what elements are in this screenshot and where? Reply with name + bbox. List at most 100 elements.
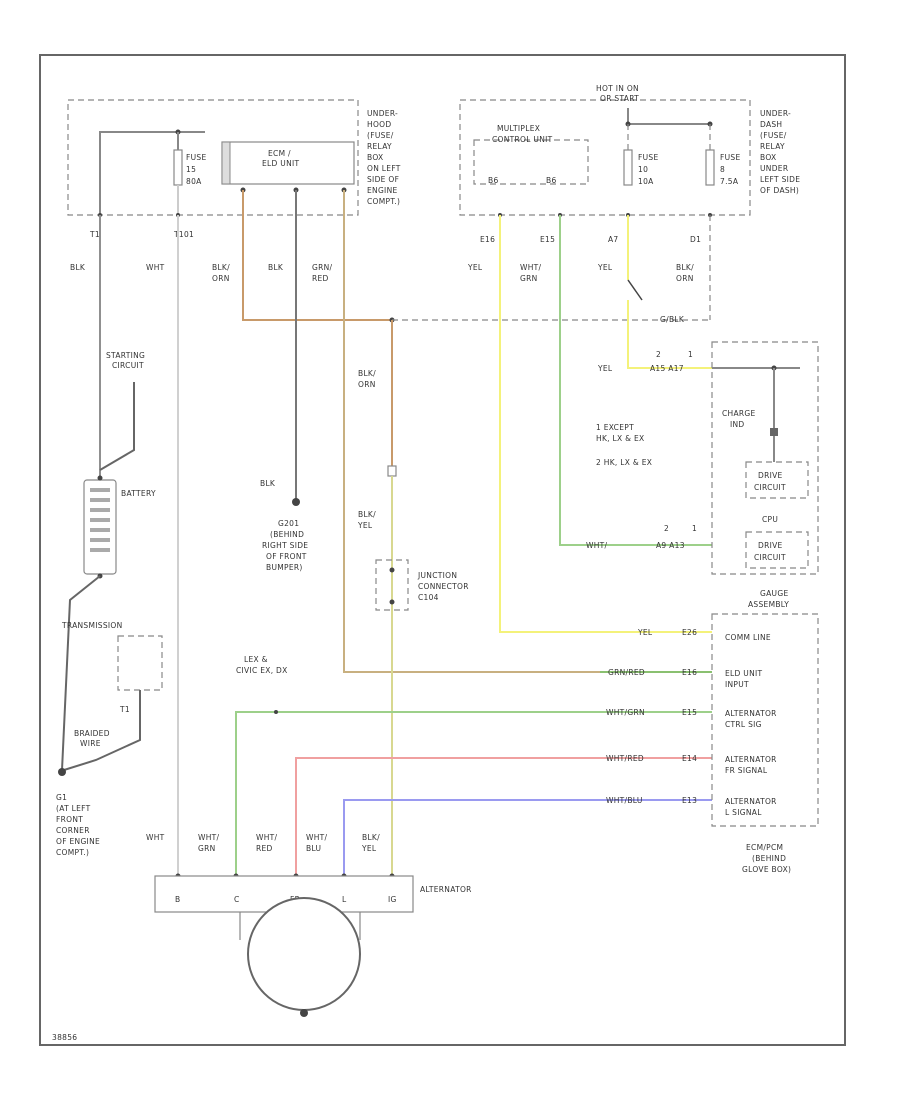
svg-text:BRAIDED: BRAIDED bbox=[74, 729, 110, 738]
svg-text:YEL: YEL bbox=[467, 263, 483, 272]
svg-text:ECM/PCM: ECM/PCM bbox=[746, 843, 783, 852]
svg-text:LEFT SIDE: LEFT SIDE bbox=[760, 175, 800, 184]
svg-text:(BEHIND: (BEHIND bbox=[752, 854, 786, 863]
conn-t1-label: T1 bbox=[89, 230, 100, 239]
gauge-pin-l: WHT/BLU E13 ALTERNATOR L SIGNAL bbox=[606, 796, 777, 817]
svg-text:A15 A17: A15 A17 bbox=[650, 364, 684, 373]
svg-text:IND: IND bbox=[730, 420, 745, 429]
svg-text:JUNCTION: JUNCTION bbox=[417, 571, 457, 580]
ecm-location-label: ECM/PCM (BEHIND GLOVE BOX) bbox=[742, 843, 791, 874]
gauge-assembly-label: GAUGE ASSEMBLY bbox=[748, 589, 789, 609]
svg-text:YEL: YEL bbox=[637, 628, 653, 637]
svg-text:CIRCUIT: CIRCUIT bbox=[112, 361, 144, 370]
svg-text:STARTING: STARTING bbox=[106, 351, 145, 360]
gauge-pin-comm: YEL E26 COMM LINE bbox=[637, 628, 771, 642]
svg-text:CONTROL UNIT: CONTROL UNIT bbox=[492, 135, 553, 144]
svg-text:BLK/: BLK/ bbox=[362, 833, 380, 842]
ground-g201-label: G201 (BEHIND RIGHT SIDE OF FRONT BUMPER) bbox=[262, 519, 308, 572]
svg-text:COMPT.): COMPT.) bbox=[367, 197, 400, 206]
svg-text:WHT/: WHT/ bbox=[306, 833, 328, 842]
svg-text:RELAY: RELAY bbox=[760, 142, 785, 151]
svg-text:TRANSMISSION: TRANSMISSION bbox=[61, 621, 123, 630]
wire-wht-red bbox=[295, 757, 712, 876]
notes: 1 EXCEPT HK, LX & EX 2 HK, LX & EX bbox=[596, 423, 652, 467]
svg-text:(BEHIND: (BEHIND bbox=[270, 530, 304, 539]
svg-text:ECM /: ECM / bbox=[268, 149, 291, 158]
svg-text:DRIVE: DRIVE bbox=[758, 471, 783, 480]
svg-text:B6: B6 bbox=[488, 176, 499, 185]
svg-text:ENGINE: ENGINE bbox=[367, 186, 398, 195]
svg-text:E16: E16 bbox=[682, 668, 697, 677]
svg-text:WHT: WHT bbox=[146, 263, 165, 272]
svg-text:C: C bbox=[234, 895, 240, 904]
svg-text:L: L bbox=[342, 895, 347, 904]
svg-text:WHT/: WHT/ bbox=[256, 833, 278, 842]
conn-e15: E15 bbox=[540, 235, 555, 244]
svg-text:CPU: CPU bbox=[762, 515, 778, 524]
svg-text:LEX &: LEX & bbox=[244, 655, 268, 664]
wire-yel-comm bbox=[499, 215, 712, 633]
conn-d1: D1 bbox=[690, 235, 701, 244]
svg-text:RED: RED bbox=[256, 844, 273, 853]
svg-text:BLK/: BLK/ bbox=[358, 369, 376, 378]
conn-t101-label: T101 bbox=[173, 230, 194, 239]
svg-text:G1: G1 bbox=[56, 793, 67, 802]
svg-text:WHT/BLU: WHT/BLU bbox=[606, 796, 643, 805]
hot-in-label: HOT IN ON OR START bbox=[596, 84, 639, 103]
svg-text:BLK: BLK bbox=[260, 479, 276, 488]
svg-text:ELD UNIT: ELD UNIT bbox=[725, 669, 762, 678]
svg-text:UNDER-: UNDER- bbox=[760, 109, 791, 118]
fuse-8: FUSE 8 7.5A bbox=[705, 149, 741, 186]
battery: BATTERY bbox=[83, 479, 156, 575]
under-dash-label: UNDER- DASH (FUSE/ RELAY BOX UNDER LEFT … bbox=[760, 109, 800, 195]
yel-pins: 2 1 A15 A17 YEL bbox=[597, 350, 693, 373]
svg-text:10: 10 bbox=[638, 165, 648, 174]
svg-text:OF FRONT: OF FRONT bbox=[266, 552, 307, 561]
svg-text:ASSEMBLY: ASSEMBLY bbox=[748, 600, 789, 609]
svg-text:BLK/: BLK/ bbox=[358, 510, 376, 519]
svg-text:WHT: WHT bbox=[146, 833, 165, 842]
svg-text:UNDER-: UNDER- bbox=[367, 109, 398, 118]
svg-text:(FUSE/: (FUSE/ bbox=[760, 131, 787, 140]
svg-text:YEL: YEL bbox=[597, 364, 613, 373]
svg-text:CIRCUIT: CIRCUIT bbox=[754, 483, 786, 492]
drive-circuit-bottom: DRIVE CIRCUIT bbox=[745, 531, 809, 569]
svg-text:B: B bbox=[175, 895, 180, 904]
svg-text:ALTERNATOR: ALTERNATOR bbox=[725, 797, 777, 806]
svg-text:BOX: BOX bbox=[367, 153, 383, 162]
wire-labels-top: BLK WHT BLK/ ORN BLK GRN/ RED YEL WHT/ G… bbox=[70, 263, 694, 530]
svg-text:YEL: YEL bbox=[361, 844, 377, 853]
svg-text:GRN: GRN bbox=[520, 274, 538, 283]
svg-text:CTRL SIG: CTRL SIG bbox=[725, 720, 762, 729]
ecm-eld-unit: ECM / ELD UNIT bbox=[221, 141, 355, 185]
wire-wht-grn-ind bbox=[559, 215, 712, 546]
svg-text:COMM LINE: COMM LINE bbox=[725, 633, 771, 642]
svg-text:GRN/RED: GRN/RED bbox=[608, 668, 645, 677]
wire-yel-ind bbox=[627, 215, 712, 369]
svg-text:2: 2 bbox=[656, 350, 661, 359]
svg-text:T1: T1 bbox=[119, 705, 130, 714]
svg-text:CIVIC EX, DX: CIVIC EX, DX bbox=[236, 666, 288, 675]
fuse-10: FUSE 10 10A bbox=[623, 149, 658, 186]
svg-text:G201: G201 bbox=[278, 519, 299, 528]
svg-text:FRONT: FRONT bbox=[56, 815, 83, 824]
svg-text:GAUGE: GAUGE bbox=[760, 589, 788, 598]
svg-text:BOX: BOX bbox=[760, 153, 776, 162]
splice-label: G/BLK bbox=[660, 315, 685, 324]
svg-text:WHT/RED: WHT/RED bbox=[606, 754, 644, 763]
svg-text:BLK/: BLK/ bbox=[212, 263, 230, 272]
svg-text:HOT IN ON: HOT IN ON bbox=[596, 84, 639, 93]
svg-text:HK, LX & EX: HK, LX & EX bbox=[596, 434, 644, 443]
svg-text:E15: E15 bbox=[682, 708, 697, 717]
svg-text:FUSE: FUSE bbox=[186, 153, 207, 162]
svg-text:BLU: BLU bbox=[306, 844, 321, 853]
svg-text:ORN: ORN bbox=[676, 274, 694, 283]
alternator: B C FR L IG ALTERNATOR bbox=[154, 875, 471, 1017]
svg-text:FUSE: FUSE bbox=[720, 153, 741, 162]
svg-text:MULTIPLEX: MULTIPLEX bbox=[497, 124, 540, 133]
svg-text:YEL: YEL bbox=[357, 521, 373, 530]
svg-text:YEL: YEL bbox=[597, 263, 613, 272]
svg-text:WHT/GRN: WHT/GRN bbox=[606, 708, 645, 717]
svg-text:80A: 80A bbox=[186, 177, 202, 186]
svg-text:7.5A: 7.5A bbox=[720, 177, 739, 186]
